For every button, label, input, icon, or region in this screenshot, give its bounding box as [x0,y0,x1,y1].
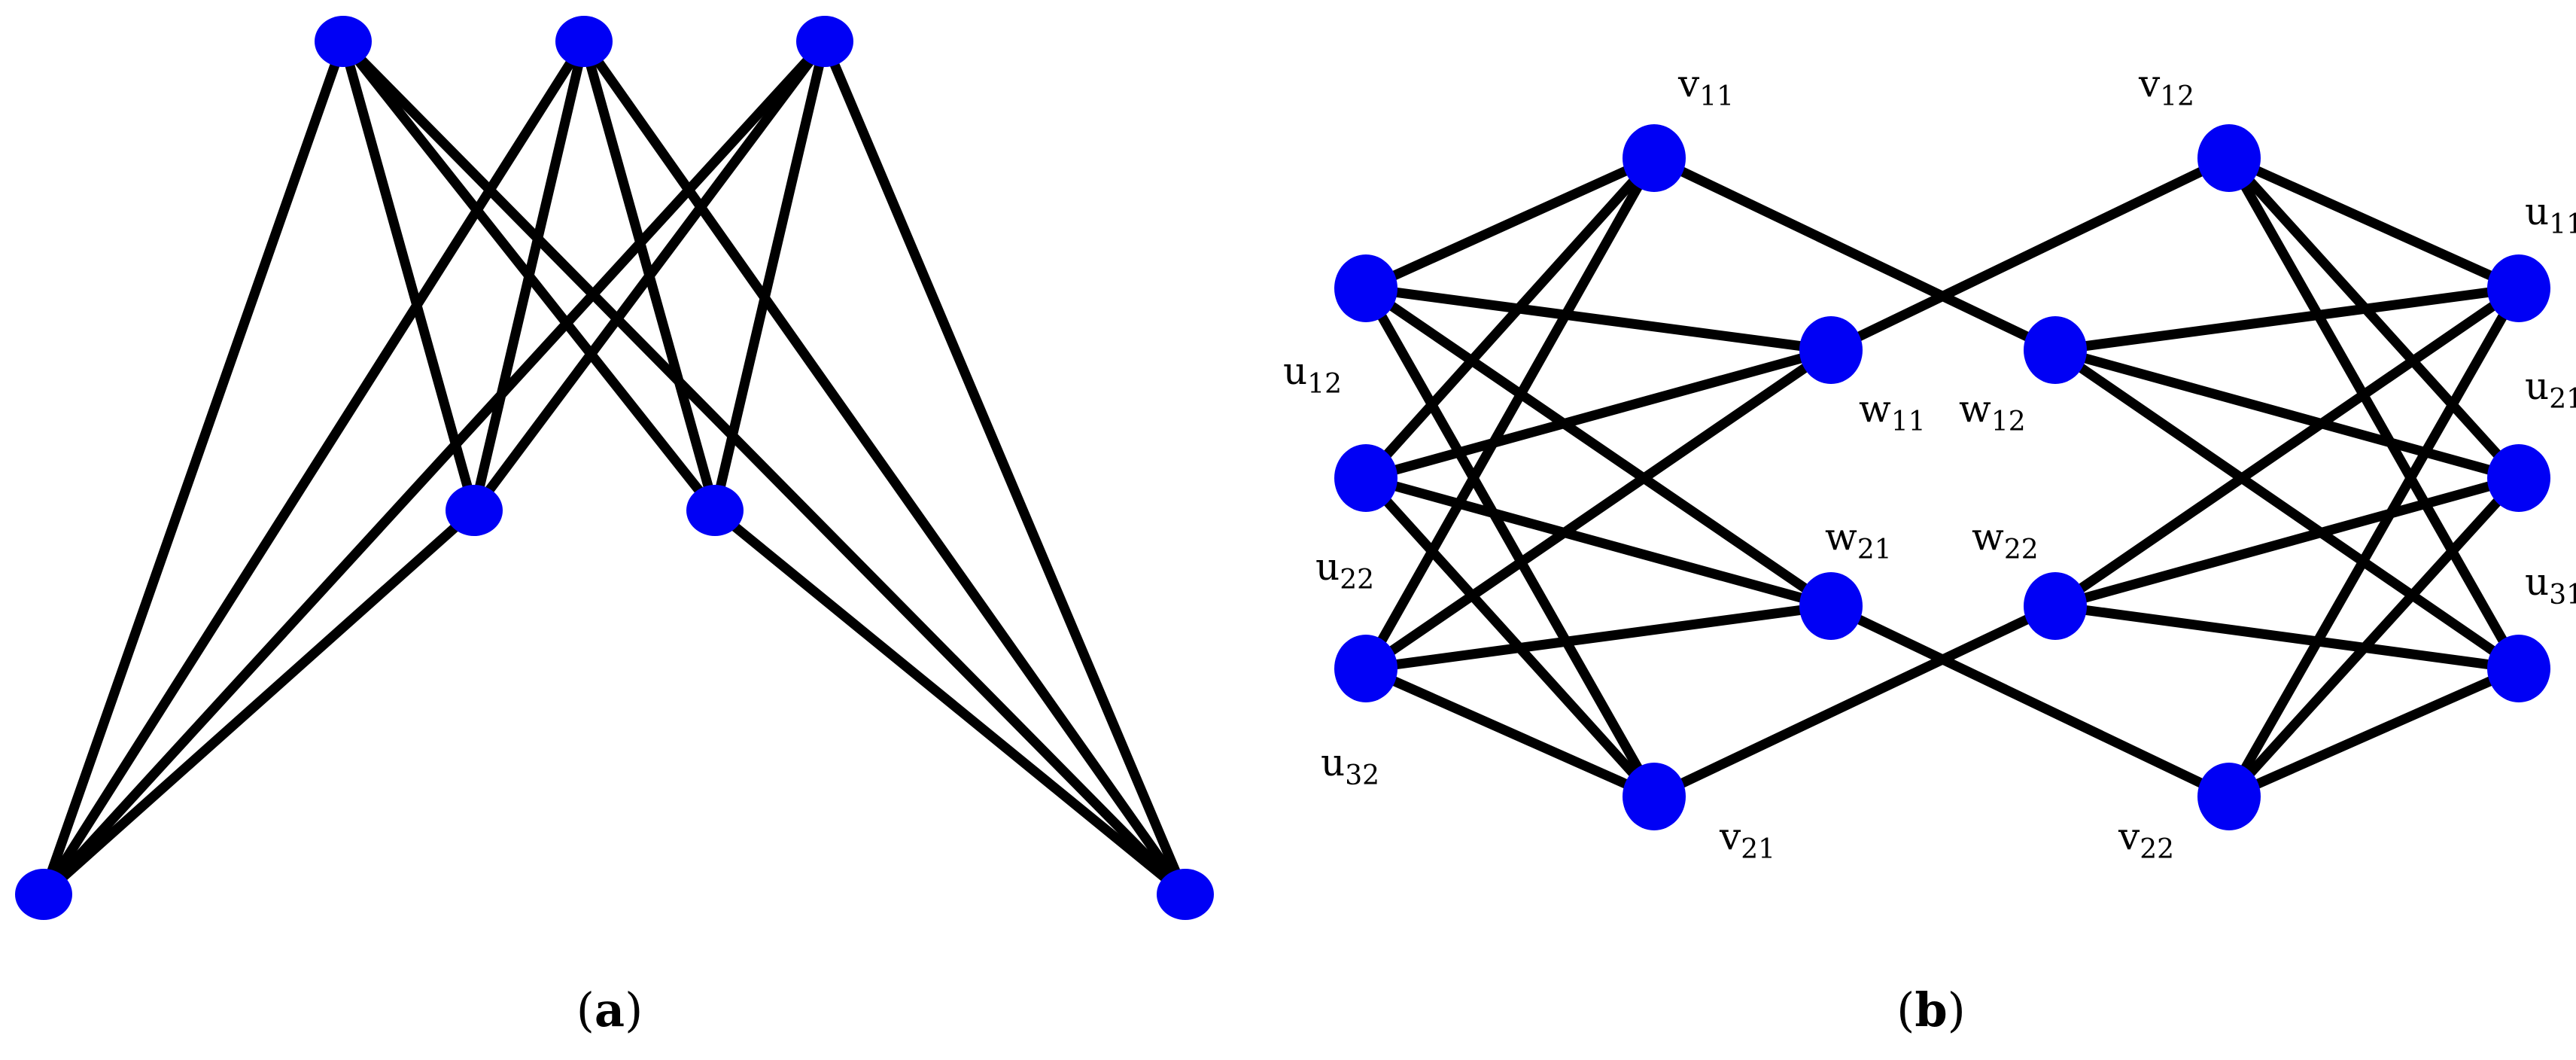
edge-u32-w21 [1361,601,1836,674]
node-u22 [1334,444,1397,512]
label-v11: v11 [1677,62,1734,112]
edge-v11-w12 [1649,153,2060,355]
edge-u31-w22 [2050,601,2524,674]
edge-u21-w12 [2050,345,2524,483]
label-v12: v12 [2138,62,2194,112]
edge-t3-b1 [38,36,830,900]
node-w12 [2024,316,2087,384]
node-v21 [1623,763,1686,830]
edge-u12-v11 [1361,153,1659,294]
node-m1 [446,485,503,536]
node-v12 [2197,124,2261,192]
node-w11 [1799,316,1863,384]
edge-u31-w12 [2050,345,2524,674]
panel-a-nodes [15,16,1214,920]
edge-u11-v22 [2224,283,2524,802]
node-w21 [1799,572,1863,640]
label-w11: w11 [1859,387,1926,437]
label-w22: w22 [1972,515,2039,565]
node-u12 [1334,254,1397,322]
label-u22: u22 [1315,545,1374,595]
label-u11: u11 [2525,190,2576,240]
edge-u32-w11 [1361,345,1836,674]
edge-u12-v21 [1361,283,1659,802]
node-t2 [555,16,613,67]
panel-b-caption: (b) [1896,982,1966,1037]
panel-b-edges [1361,153,2524,802]
edge-t3-m1 [469,36,830,516]
node-v22 [2197,763,2261,830]
edge-u32-v11 [1361,153,1659,674]
edge-u22-w21 [1361,473,1836,611]
label-w12: w12 [1959,387,2026,437]
label-v22: v22 [2118,815,2174,865]
node-w22 [2024,572,2087,640]
edge-t1-b2 [338,36,1191,900]
panel-b-graph: v11 v12 v21 v22 w11 w12 w21 w22 u12 u22 u32 u11 u21 u… [1283,62,2576,865]
panel-b-node-labels: v11 v12 v21 v22 w11 w12 w21 w22 u12 u22 u32 u11 u21 u… [1283,62,2576,865]
edge-u31-v22 [2224,663,2524,802]
node-v11 [1623,124,1686,192]
edge-u11-v12 [2224,153,2524,294]
edge-m1-b1 [38,505,479,900]
label-u32: u32 [1321,741,1379,791]
panel-a-caption: (a) [576,982,643,1037]
node-m2 [686,485,744,536]
edge-u32-v21 [1361,663,1659,802]
node-b2 [1157,869,1214,920]
edge-v21-w22 [1649,601,2060,802]
panel-b-nodes [1334,124,2550,830]
panel-a-graph [15,16,1214,920]
edge-u22-v21 [1361,473,1659,802]
node-b1 [15,869,72,920]
edge-t1-b1 [38,36,348,900]
edge-t3-m2 [710,36,830,516]
edge-v12-w11 [1826,153,2234,355]
edge-u11-w22 [2050,283,2524,611]
label-u12: u12 [1283,349,1342,400]
edge-u31-v12 [2224,153,2524,674]
edge-u11-w12 [2050,283,2524,355]
edge-u12-w11 [1361,283,1836,355]
edge-u21-w22 [2050,473,2524,611]
label-w21: w21 [1825,515,1892,565]
edge-t2-b2 [579,36,1191,900]
node-t3 [796,16,853,67]
node-u21 [2487,444,2550,512]
edge-t2-m1 [469,36,589,516]
panel-a-edges [38,36,1191,900]
edge-u21-v12 [2224,153,2524,483]
label-u21: u21 [2525,364,2576,415]
edge-u22-w11 [1361,345,1836,483]
edge-t3-b2 [820,36,1191,900]
edge-t2-b1 [38,36,589,900]
edge-t1-m1 [338,36,479,516]
edge-v22-w21 [1826,601,2234,802]
edge-m2-b2 [710,505,1191,900]
edge-u21-v22 [2224,473,2524,802]
edge-u22-v11 [1361,153,1659,483]
node-u11 [2487,254,2550,322]
edge-u12-w21 [1361,283,1836,611]
label-u31: u31 [2525,560,2576,611]
node-t1 [315,16,372,67]
label-v21: v21 [1719,815,1775,865]
node-u32 [1334,635,1397,702]
node-u31 [2487,635,2550,702]
